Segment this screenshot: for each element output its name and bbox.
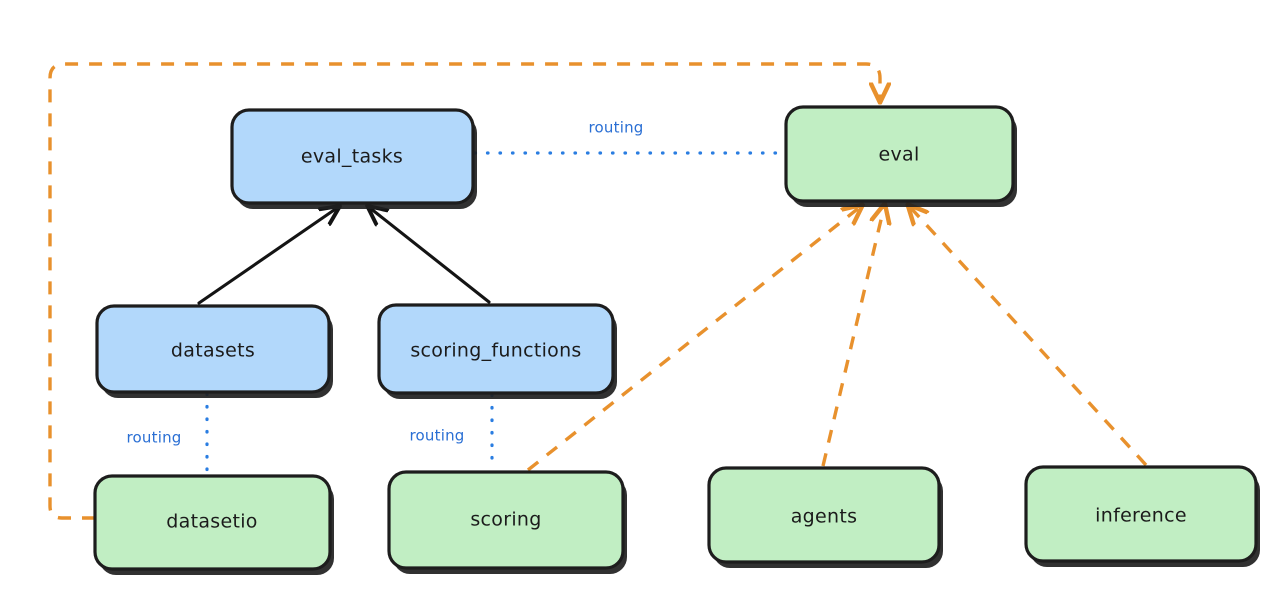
node-label-agents: agents	[791, 506, 858, 528]
edge-label-routing-eval-tasks: routing	[589, 119, 644, 137]
edge-scoring_functions-to-eval_tasks	[370, 208, 491, 304]
node-scoring-functions[interactable]: scoring_functions	[377, 303, 617, 399]
node-eval[interactable]: eval	[784, 105, 1017, 207]
edge-label-routing-datasets: routing	[127, 429, 182, 447]
node-agents[interactable]: agents	[707, 466, 943, 568]
node-label-datasetio: datasetio	[166, 511, 257, 533]
edge-agents-to-eval	[821, 207, 884, 467]
node-label-scoring-functions: scoring_functions	[410, 340, 581, 362]
edge-datasets-to-eval_tasks	[197, 208, 337, 305]
edge-label-routing-scoring-functions: routing	[410, 427, 465, 445]
node-eval-tasks[interactable]: eval_tasks	[230, 108, 477, 209]
node-label-eval: eval	[878, 144, 919, 166]
node-inference[interactable]: inference	[1024, 465, 1260, 567]
node-label-scoring: scoring	[470, 509, 541, 531]
edge-inference-to-eval	[910, 207, 1148, 467]
node-datasetio[interactable]: datasetio	[93, 474, 334, 575]
node-label-eval-tasks: eval_tasks	[301, 146, 403, 168]
node-label-datasets: datasets	[171, 340, 255, 362]
node-datasets[interactable]: datasets	[95, 304, 333, 398]
edge-datasetio-to-eval	[48, 62, 880, 520]
node-scoring[interactable]: scoring	[387, 470, 627, 574]
node-label-inference: inference	[1095, 505, 1187, 527]
